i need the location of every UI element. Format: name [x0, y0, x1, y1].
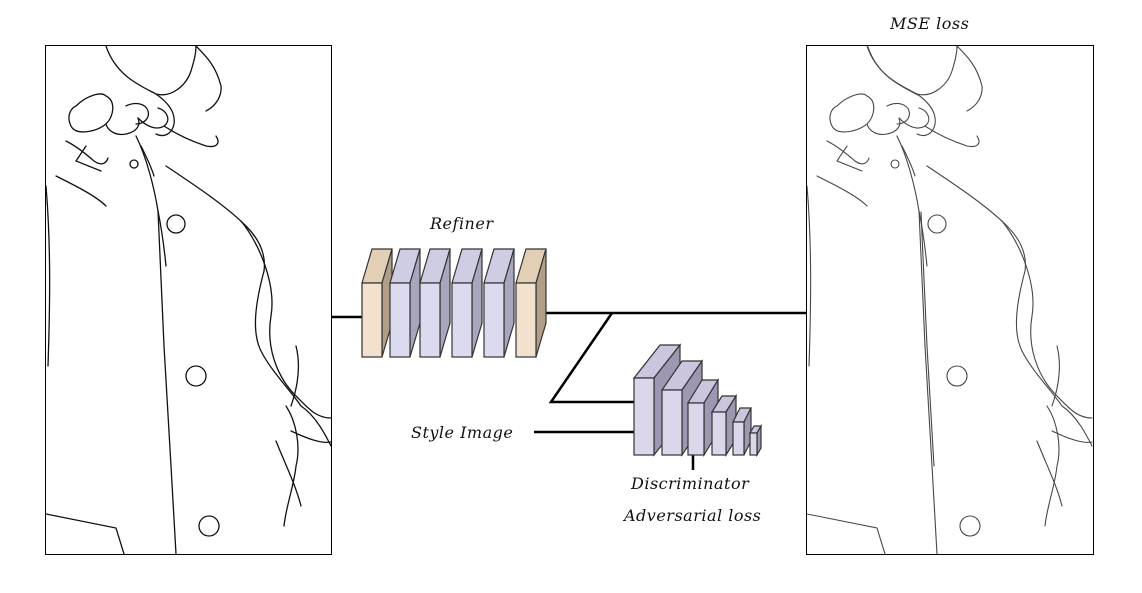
refiner-block — [483, 248, 515, 358]
input-sketch-drawing — [45, 45, 332, 555]
input-sketch-image — [45, 45, 332, 555]
refiner-block — [361, 248, 393, 358]
mse-loss-label: MSE loss — [890, 14, 970, 33]
discriminator-block — [748, 423, 763, 458]
refiner-label: Refiner — [430, 214, 494, 233]
style-image-label: Style Image — [411, 423, 514, 442]
discriminator-block — [732, 407, 752, 456]
refiner-block — [389, 248, 421, 358]
refiner-to-discriminator-line — [548, 312, 636, 404]
refiner-network — [361, 248, 547, 358]
discriminator-label: Discriminator — [631, 474, 750, 493]
output-sketch-image — [806, 45, 1094, 555]
refiner-block — [451, 248, 483, 358]
refiner-block — [419, 248, 451, 358]
refiner-block — [515, 248, 547, 358]
adversarial-loss-label: Adversarial loss — [624, 506, 762, 525]
output-sketch-drawing — [806, 45, 1093, 555]
discriminator-network — [632, 343, 763, 458]
